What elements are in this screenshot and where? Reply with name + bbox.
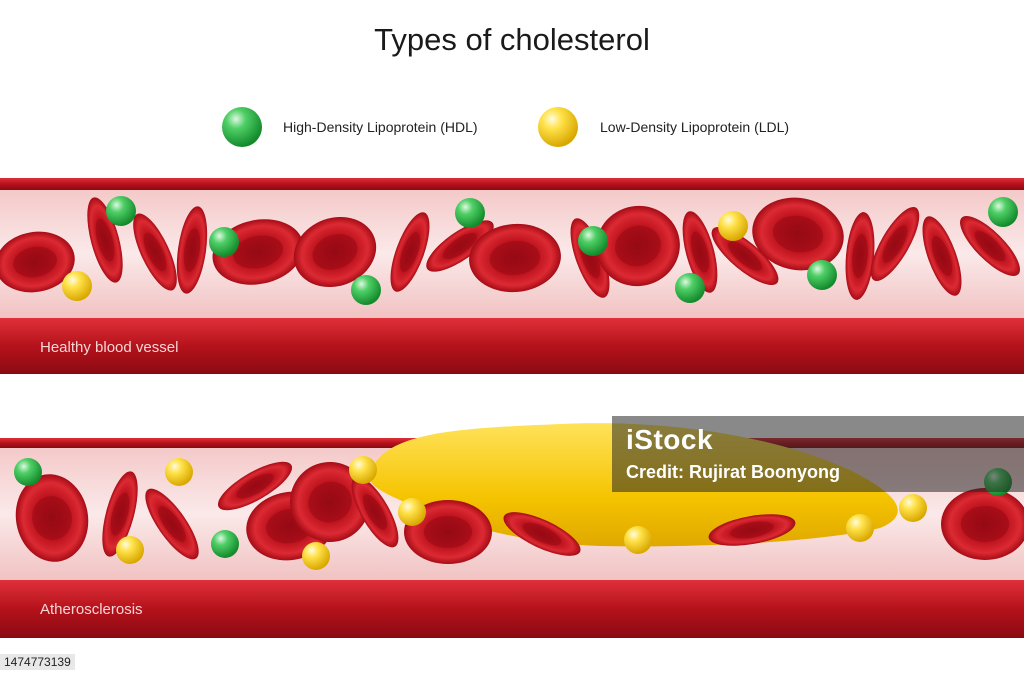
hdl-particle [807,260,837,290]
red-blood-cell [596,205,680,287]
red-blood-cell [941,488,1024,560]
hdl-particle [106,196,136,226]
stock-id-label: 1474773139 [0,654,75,670]
red-blood-cell [404,500,492,564]
hdl-particle [988,197,1018,227]
red-blood-cell [87,197,123,283]
watermark-credit: Credit: Rujirat Boonyong [626,462,840,482]
healthy-vessel-bottom-wall [0,318,1024,374]
hdl-particle [209,227,239,257]
ldl-particle [718,211,748,241]
ldl-particle [624,526,652,554]
red-blood-cell [870,206,920,282]
healthy-vessel-label: Healthy blood vessel [40,339,179,356]
watermark-banner: iStock Credit: Rujirat Boonyong [612,416,1024,492]
ldl-particle [349,456,377,484]
red-blood-cell [708,514,796,546]
red-blood-cell [0,231,75,293]
red-blood-cell [290,462,370,542]
red-blood-cell [390,212,430,292]
ldl-particle [165,458,193,486]
red-blood-cell [922,216,962,296]
red-blood-cell [293,216,377,288]
athero-vessel-bottom-wall [0,580,1024,638]
red-blood-cell [503,512,581,556]
red-blood-cell [711,226,779,286]
hdl-particle [455,198,485,228]
red-blood-cell [145,488,199,560]
atherosclerosis-vessel-label: Atherosclerosis [40,601,143,618]
ldl-particle [846,514,874,542]
red-blood-cell [682,211,718,293]
ldl-particle [398,498,426,526]
red-blood-cell [469,223,561,293]
watermark-logo: iStock [626,424,714,455]
hdl-particle [578,226,608,256]
ldl-legend-icon [538,107,578,147]
red-blood-cell [15,474,89,562]
red-blood-cell [845,212,875,300]
healthy-vessel [0,178,1024,374]
hdl-particle [14,458,42,486]
ldl-particle [302,542,330,570]
hdl-legend-icon [222,107,262,147]
hdl-legend-label: High-Density Lipoprotein (HDL) [283,119,478,135]
red-blood-cell [176,206,208,294]
ldl-particle [899,494,927,522]
red-blood-cell [351,476,399,548]
red-blood-cell [217,461,293,511]
healthy-vessel-top-wall [0,178,1024,190]
ldl-legend-label: Low-Density Lipoprotein (LDL) [600,119,790,135]
red-blood-cell [426,220,494,272]
hdl-particle [351,275,381,305]
red-blood-cell [752,197,844,271]
red-blood-cell [133,213,177,291]
hdl-particle [211,530,239,558]
red-blood-cell [960,216,1020,276]
diagram-title: Types of cholesterol [374,22,650,57]
ldl-particle [116,536,144,564]
red-blood-cell [102,471,138,557]
hdl-particle [675,273,705,303]
ldl-particle [62,271,92,301]
